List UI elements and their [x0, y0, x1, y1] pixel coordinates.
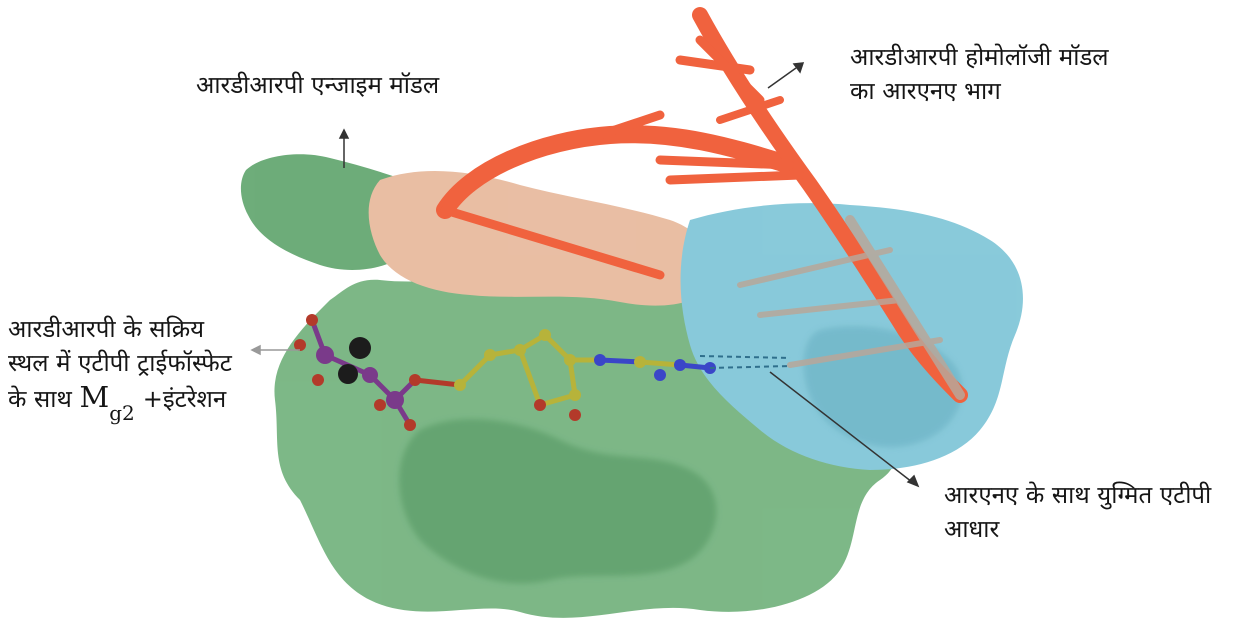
enzyme-model-text: आरडीआरपी एन्जाइम मॉडल [196, 68, 439, 102]
rna-part-line-1: आरडीआरपी होमोलॉजी मॉडल [850, 40, 1109, 74]
active-site-line-3-prefix: के साथ [8, 385, 72, 413]
carbon-atom [569, 389, 581, 401]
carbon-atom [564, 354, 576, 366]
rna-base-4 [670, 175, 800, 180]
magnesium-symbol: M [79, 380, 109, 414]
carbon-atom [514, 344, 526, 356]
oxygen-atom [404, 419, 416, 431]
enzyme-model-label: आरडीआरपी एन्जाइम मॉडल [196, 68, 439, 102]
phosphate-atom [316, 346, 334, 364]
enzyme-surface [241, 154, 1023, 618]
site-pointer-arrowhead [252, 346, 260, 354]
oxygen-atom [312, 374, 324, 386]
rna-part-line-2: का आरएनए भाग [850, 74, 1109, 108]
magnesium-subscript: g2 [109, 401, 135, 425]
rna-pointer-arrowhead [794, 63, 803, 72]
atp-bond [600, 360, 640, 362]
atp-bond [640, 362, 680, 365]
base-pair-line-2: आधार [944, 512, 1211, 546]
oxygen-atom [374, 399, 386, 411]
base-pair-line-1: आरएनए के साथ युग्मित एटीपी [944, 478, 1211, 512]
active-site-line-1: आरडीआरपी के सक्रिय [8, 312, 232, 346]
carbon-atom [634, 356, 646, 368]
enzyme-pointer-arrowhead [340, 130, 348, 138]
oxygen-atom [294, 339, 306, 351]
oxygen-atom [534, 399, 546, 411]
base-pointer-arrowhead [908, 476, 918, 486]
oxygen-atom [409, 374, 421, 386]
mg-ion [338, 364, 358, 384]
carbon-atom [539, 329, 551, 341]
mg-ion [349, 337, 371, 359]
nitrogen-atom [594, 354, 606, 366]
oxygen-atom [569, 409, 581, 421]
active-site-line-3-suffix: +इंटरेशन [143, 385, 226, 413]
base-pair-label: आरएनए के साथ युग्मित एटीपी आधार [944, 478, 1211, 546]
active-site-line-2: स्थल में एटीपी ट्राईफॉस्फेट [8, 346, 232, 380]
rna-base-3 [660, 160, 790, 165]
carbon-atom [484, 349, 496, 361]
phosphate-atom [386, 391, 404, 409]
carbon-atom [454, 379, 466, 391]
nitrogen-atom [674, 359, 686, 371]
active-site-label: आरडीआरपी के सक्रिय स्थल में एटीपी ट्राईफ… [8, 312, 232, 417]
nitrogen-atom [654, 369, 666, 381]
rna-pointer-line [768, 68, 796, 88]
rna-base-6 [680, 60, 750, 70]
phosphate-atom [362, 367, 378, 383]
oxygen-atom [306, 314, 318, 326]
rna-part-label: आरडीआरपी होमोलॉजी मॉडल का आरएनए भाग [850, 40, 1109, 108]
active-site-line-3: के साथ Mg2+इंटरेशन [8, 380, 232, 417]
